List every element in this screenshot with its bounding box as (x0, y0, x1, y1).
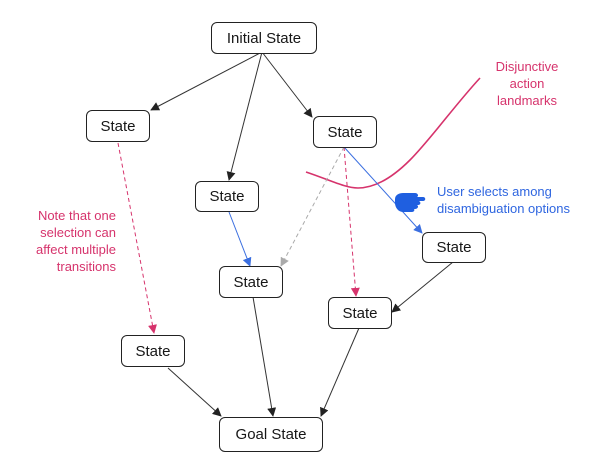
edge-lower-mid-to-goal (320, 327, 360, 417)
state-node-right: State (422, 232, 486, 263)
edge-center-right-to-mid (280, 146, 345, 267)
landmarks-label-line-1: Disjunctive (495, 59, 559, 74)
edge-lower-left-to-goal (167, 367, 222, 417)
selection-note-line-3: affect multiple (36, 242, 116, 257)
state-node-mid: State (219, 266, 283, 298)
edge-initial-to-left (150, 51, 263, 111)
selection-note-line-4: transitions (56, 259, 116, 274)
user-selects-line-2: disambiguation options (437, 201, 570, 216)
user-selects-line-1: User selects among (437, 184, 552, 199)
user-selects-label: User selects among disambiguation option… (437, 183, 597, 217)
state-node-left: State (86, 110, 150, 142)
edge-left-to-lower-left (117, 142, 157, 334)
goal-state-node: Goal State (219, 417, 323, 452)
state-node-mid-left: State (195, 181, 259, 212)
edge-center-right-to-lower-mid (343, 146, 360, 297)
state-node-center-right: State (313, 116, 377, 148)
state-node-lower-left: State (121, 335, 185, 367)
edge-mid-left-to-mid (228, 211, 252, 267)
landmarks-label-line-3: landmarks (497, 93, 557, 108)
pointing-hand-icon (395, 193, 426, 212)
edge-mid-to-goal (252, 296, 277, 417)
selection-note: Note that one selection can affect multi… (8, 207, 116, 275)
selection-note-line-2: selection can (40, 225, 116, 240)
edge-initial-to-center-right (261, 51, 313, 118)
landmark-curve (305, 77, 481, 189)
initial-state-node: Initial State (211, 22, 317, 54)
state-node-lower-mid: State (328, 297, 392, 329)
edge-center-right-to-right (343, 146, 423, 234)
landmarks-label-line-2: action (509, 76, 545, 91)
landmarks-label: Disjunctive action landmarks (482, 58, 572, 109)
edge-right-to-lower-mid (391, 261, 454, 313)
selection-note-line-1: Note that one (37, 208, 116, 223)
edge-initial-to-mid-left (226, 51, 263, 181)
